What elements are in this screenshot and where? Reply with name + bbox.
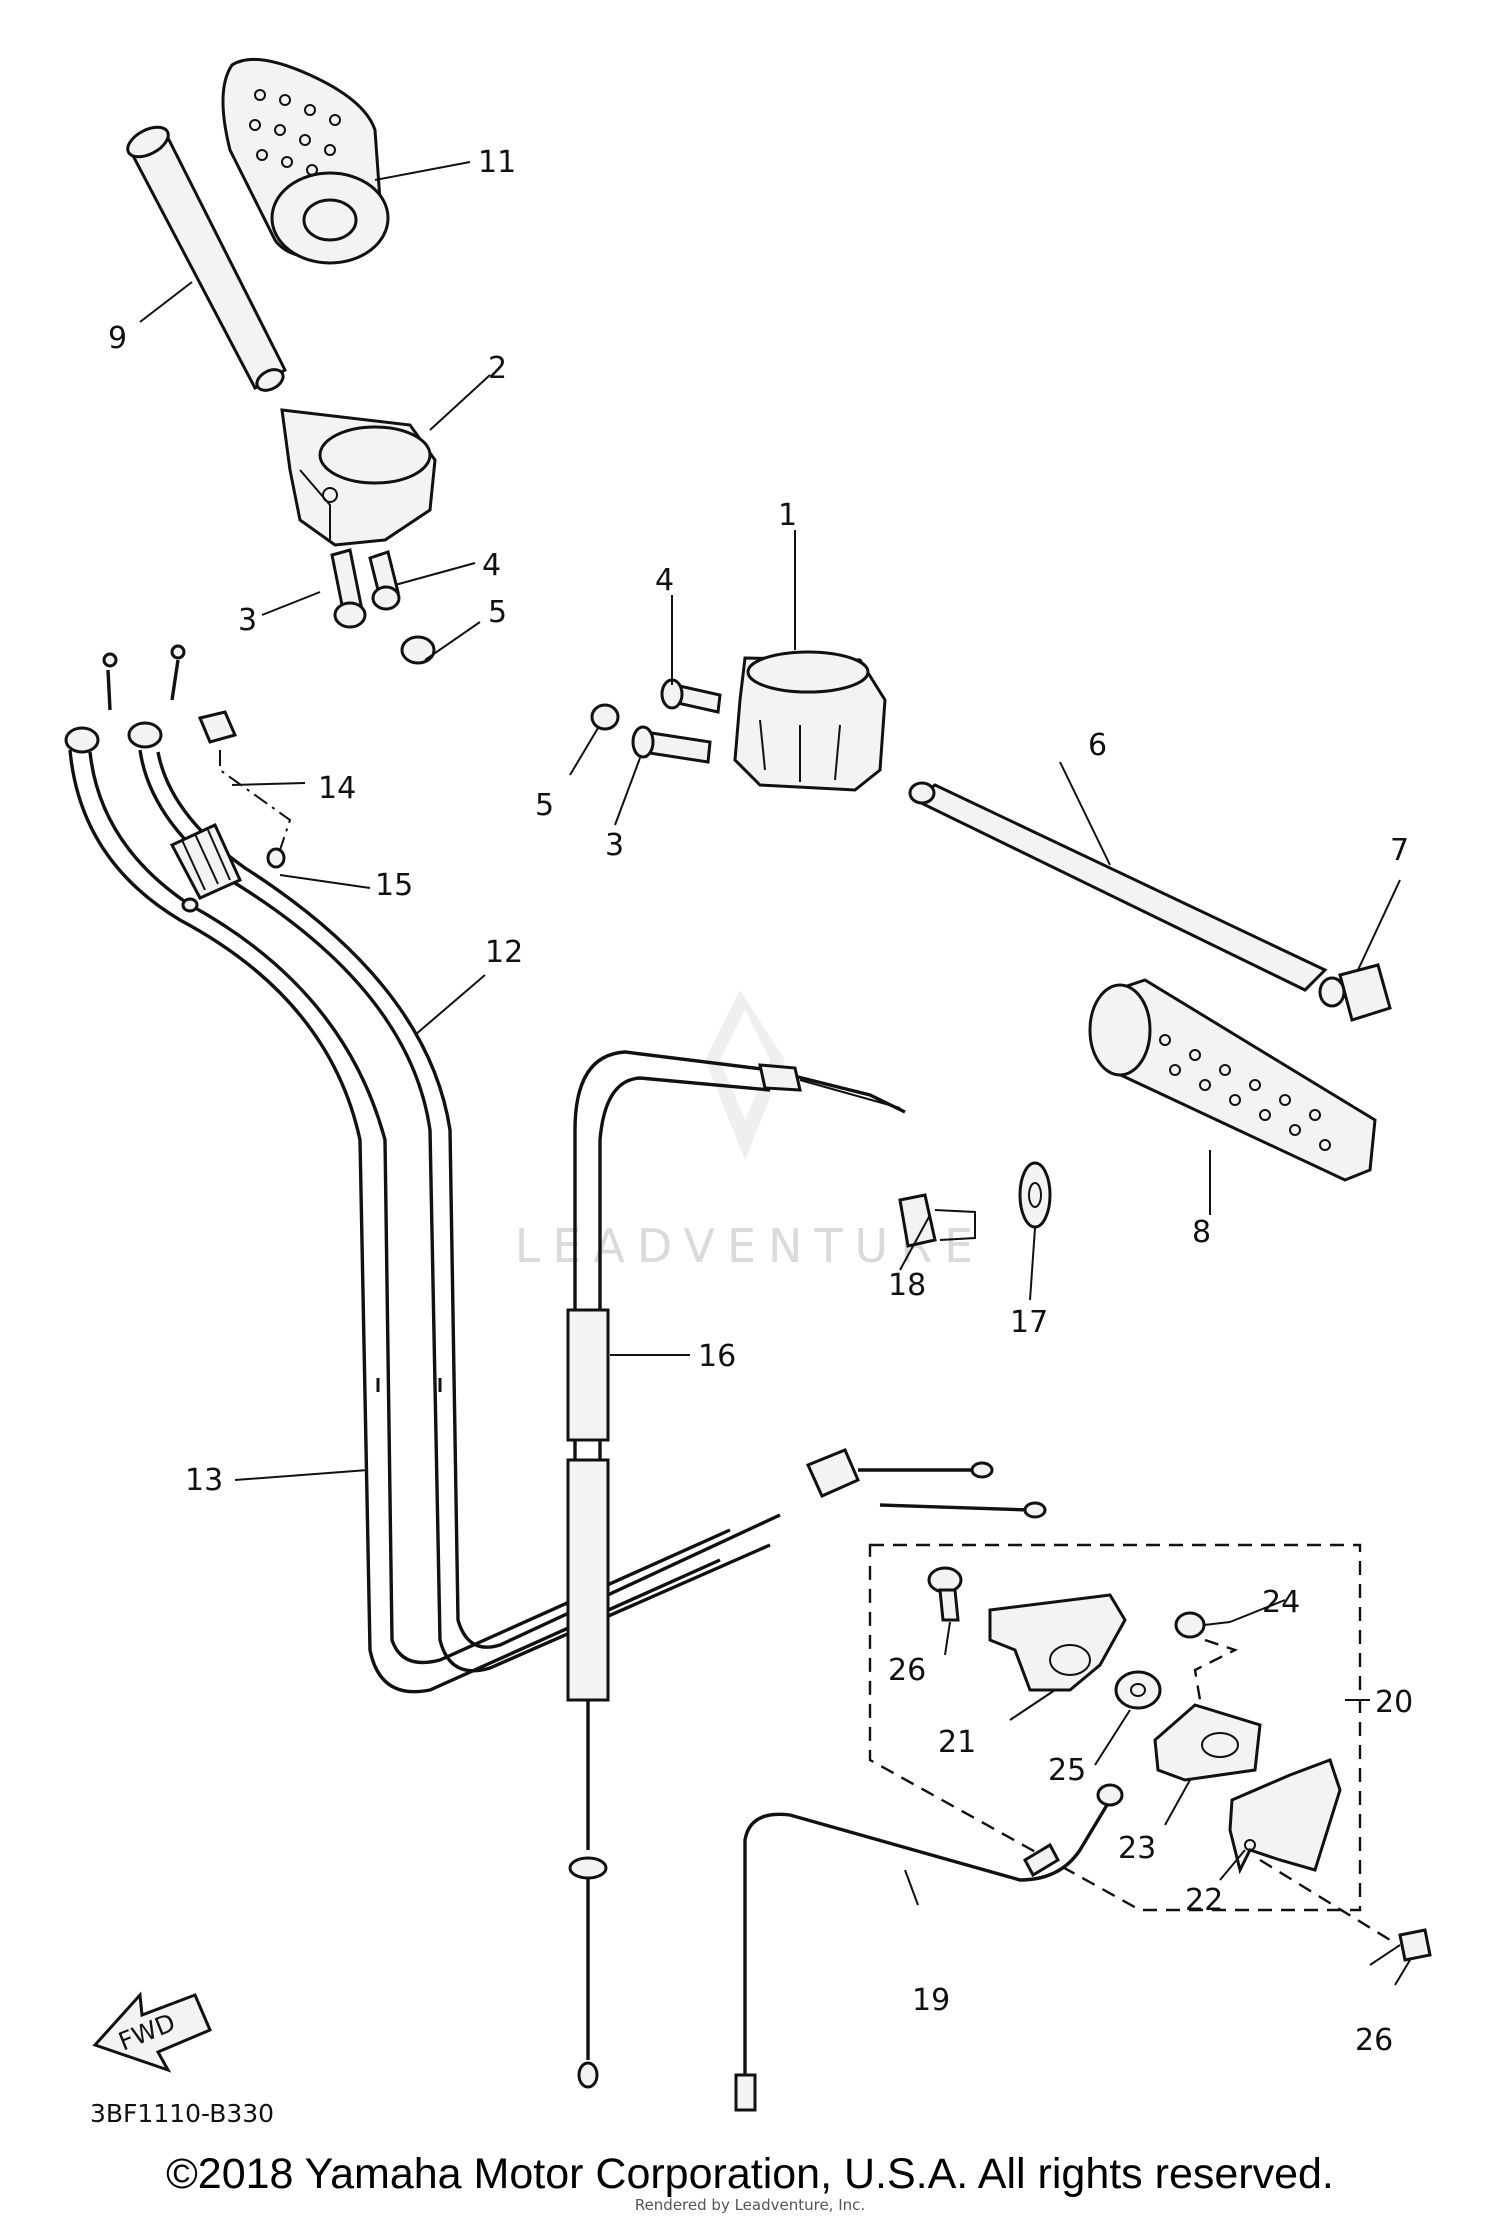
callout-18: 19 xyxy=(912,1983,950,2018)
left-handlebar-switch xyxy=(733,650,887,792)
callout-5-right: 5 xyxy=(535,788,554,823)
cable-holder-13 xyxy=(197,710,238,744)
watermark-logo xyxy=(705,990,785,1160)
screw-4-left xyxy=(368,550,401,611)
clutch-cable xyxy=(566,1050,906,2089)
callout-16: 17 xyxy=(1010,1305,1048,1340)
callout-25: 26 xyxy=(888,1653,926,1688)
bracket-21 xyxy=(1228,1758,1342,1875)
callout-11: 12 xyxy=(485,935,523,970)
callout-3-left: 3 xyxy=(238,603,257,638)
screw-3-right xyxy=(631,725,712,764)
screw-14 xyxy=(266,847,286,869)
watermark-text: LEADVENTURE xyxy=(515,1219,986,1273)
leader-lines xyxy=(139,161,1411,1986)
bolt-25 xyxy=(927,1566,963,1622)
throttle-grip xyxy=(221,57,390,265)
choke-cable xyxy=(734,1783,1124,2112)
callout-3-right: 3 xyxy=(605,828,624,863)
screw-3-left xyxy=(330,548,367,629)
callout-8: 9 xyxy=(108,321,127,356)
callout-13: 14 xyxy=(318,771,356,806)
callout-4-left: 4 xyxy=(482,548,501,583)
callout-20: 21 xyxy=(938,1725,976,1760)
throttle-cables xyxy=(64,644,1047,1694)
callout-5-left: 5 xyxy=(488,595,507,630)
callout-6: 6 xyxy=(1088,728,1107,763)
callout-9: 8 xyxy=(1192,1215,1211,1250)
callout-19: 20 xyxy=(1375,1685,1413,1720)
callout-14: 15 xyxy=(375,868,413,903)
rendered-by-notice: Rendered by Leadventure, Inc. xyxy=(634,2196,866,2214)
callout-10: 11 xyxy=(478,145,516,180)
locknut-16 xyxy=(1018,1161,1052,1229)
plug-5-right xyxy=(590,703,620,731)
callout-2: 2 xyxy=(488,351,507,386)
lever-holder-22 xyxy=(1153,1703,1262,1782)
choke-lever-20 xyxy=(988,1593,1127,1692)
callout-21: 22 xyxy=(1185,1883,1223,1918)
callout-4-right: 4 xyxy=(655,563,674,598)
callout-numbers: 11 9 2 3 4 5 1 4 5 3 6 7 8 14 15 12 13 1… xyxy=(108,145,1413,2058)
throttle-tube xyxy=(126,125,287,392)
screw-4-right xyxy=(660,678,722,714)
callout-1: 1 xyxy=(778,498,797,533)
left-grip xyxy=(1088,978,1377,1182)
callout-17: 18 xyxy=(888,1268,926,1303)
callout-22: 23 xyxy=(1118,1831,1156,1866)
washer-24 xyxy=(1114,1670,1162,1710)
adjuster-17 xyxy=(898,1193,976,1248)
callout-23: 24 xyxy=(1262,1585,1300,1620)
callout-26: 26 xyxy=(1355,2023,1393,2058)
diagram-code: 3BF1110-B330 xyxy=(90,2099,274,2128)
left-handlebar xyxy=(908,781,1328,992)
copyright-notice: ©2018 Yamaha Motor Corporation, U.S.A. A… xyxy=(166,2150,1334,2198)
screw-23 xyxy=(1174,1611,1239,1701)
bar-end-weight xyxy=(1318,963,1392,1022)
bolt-26 xyxy=(1259,1858,1432,1966)
callout-24: 25 xyxy=(1048,1753,1086,1788)
callout-12: 13 xyxy=(185,1463,223,1498)
right-handlebar-switch xyxy=(280,408,437,547)
callout-15: 16 xyxy=(698,1339,736,1374)
callout-7: 7 xyxy=(1390,833,1409,868)
fwd-arrow-icon: FWD xyxy=(92,1991,212,2073)
plug-5-left xyxy=(400,635,436,665)
